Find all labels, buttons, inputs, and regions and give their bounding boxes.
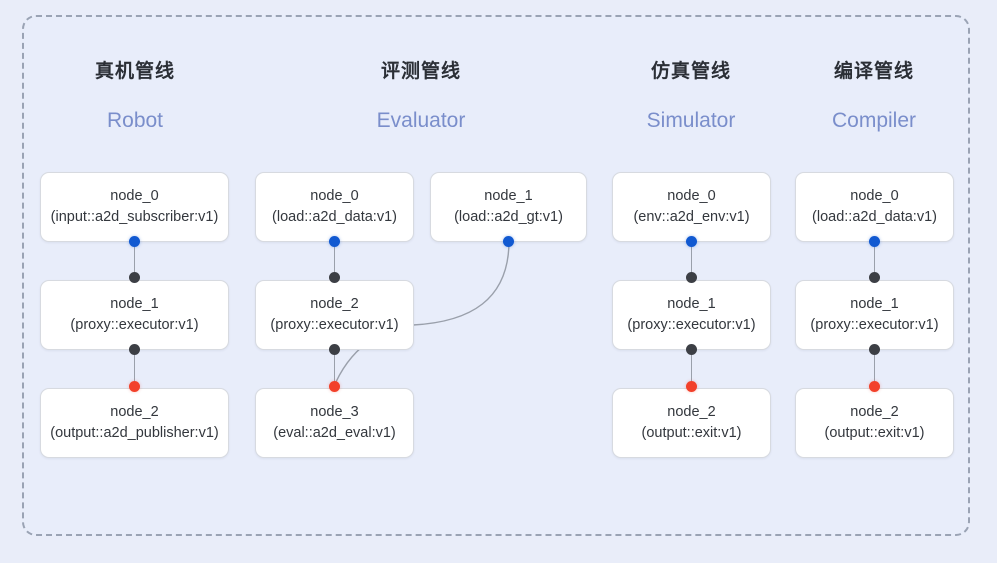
node-simulator-0[interactable]: node_0 (env::a2d_env:v1) xyxy=(612,172,771,242)
port-input-compiler-1[interactable] xyxy=(869,272,880,283)
node-type: (output::exit:v1) xyxy=(824,424,925,441)
node-name: node_2 xyxy=(850,403,899,420)
port-input-robot-2[interactable] xyxy=(129,381,140,392)
column-header-compiler: 编译管线 Compiler xyxy=(764,62,984,131)
node-name: node_0 xyxy=(110,187,159,204)
edge-robot-0-to-1 xyxy=(134,241,136,278)
node-type: (load::a2d_data:v1) xyxy=(812,208,937,225)
node-name: node_3 xyxy=(310,403,359,420)
edge-evaluator-0-to-2 xyxy=(334,241,336,278)
column-header-evaluator: 评测管线 Evaluator xyxy=(311,62,531,131)
node-compiler-2[interactable]: node_2 (output::exit:v1) xyxy=(795,388,954,458)
edge-compiler-0-to-1 xyxy=(874,241,876,278)
port-input-robot-1[interactable] xyxy=(129,272,140,283)
port-input-evaluator-3[interactable] xyxy=(329,381,340,392)
edge-simulator-0-to-1 xyxy=(691,241,693,278)
node-simulator-2[interactable]: node_2 (output::exit:v1) xyxy=(612,388,771,458)
node-type: (eval::a2d_eval:v1) xyxy=(273,424,396,441)
node-type: (input::a2d_subscriber:v1) xyxy=(50,208,219,225)
node-evaluator-2[interactable]: node_2 (proxy::executor:v1) xyxy=(255,280,414,350)
node-robot-2[interactable]: node_2 (output::a2d_publisher:v1) xyxy=(40,388,229,458)
node-compiler-1[interactable]: node_1 (proxy::executor:v1) xyxy=(795,280,954,350)
port-output-evaluator-2[interactable] xyxy=(329,344,340,355)
node-name: node_0 xyxy=(667,187,716,204)
column-title-en-robot: Robot xyxy=(106,109,164,132)
port-output-simulator-0[interactable] xyxy=(686,236,697,247)
column-title-en-evaluator: Evaluator xyxy=(376,109,466,132)
node-name: node_1 xyxy=(484,187,533,204)
node-evaluator-0[interactable]: node_0 (load::a2d_data:v1) xyxy=(255,172,414,242)
node-type: (proxy::executor:v1) xyxy=(627,316,756,333)
node-type: (env::a2d_env:v1) xyxy=(633,208,750,225)
column-title-zh-evaluator: 评测管线 xyxy=(380,61,461,82)
column-title-zh-compiler: 编译管线 xyxy=(833,61,914,82)
node-type: (load::a2d_data:v1) xyxy=(272,208,397,225)
node-name: node_1 xyxy=(667,295,716,312)
node-type: (proxy::executor:v1) xyxy=(810,316,939,333)
node-evaluator-3[interactable]: node_3 (eval::a2d_eval:v1) xyxy=(255,388,414,458)
node-type: (output::a2d_publisher:v1) xyxy=(50,424,219,441)
column-title-zh-simulator: 仿真管线 xyxy=(650,61,731,82)
node-evaluator-1[interactable]: node_1 (load::a2d_gt:v1) xyxy=(430,172,587,242)
port-output-compiler-1[interactable] xyxy=(869,344,880,355)
port-output-simulator-1[interactable] xyxy=(686,344,697,355)
node-name: node_0 xyxy=(310,187,359,204)
node-compiler-0[interactable]: node_0 (load::a2d_data:v1) xyxy=(795,172,954,242)
node-type: (proxy::executor:v1) xyxy=(270,316,399,333)
port-output-evaluator-0[interactable] xyxy=(329,236,340,247)
node-robot-0[interactable]: node_0 (input::a2d_subscriber:v1) xyxy=(40,172,229,242)
port-output-compiler-0[interactable] xyxy=(869,236,880,247)
port-input-evaluator-2[interactable] xyxy=(329,272,340,283)
edge-simulator-1-to-2 xyxy=(691,349,693,386)
column-header-simulator: 仿真管线 Simulator xyxy=(581,62,801,131)
column-title-en-simulator: Simulator xyxy=(646,109,736,132)
port-input-simulator-1[interactable] xyxy=(686,272,697,283)
port-input-simulator-2[interactable] xyxy=(686,381,697,392)
node-type: (output::exit:v1) xyxy=(641,424,742,441)
node-name: node_0 xyxy=(850,187,899,204)
port-output-robot-1[interactable] xyxy=(129,344,140,355)
column-header-robot: 真机管线 Robot xyxy=(25,62,245,131)
node-robot-1[interactable]: node_1 (proxy::executor:v1) xyxy=(40,280,229,350)
edge-robot-1-to-2 xyxy=(134,349,136,386)
node-name: node_2 xyxy=(110,403,159,420)
edge-compiler-1-to-2 xyxy=(874,349,876,386)
column-title-zh-robot: 真机管线 xyxy=(94,61,175,82)
port-output-robot-0[interactable] xyxy=(129,236,140,247)
node-name: node_2 xyxy=(667,403,716,420)
node-simulator-1[interactable]: node_1 (proxy::executor:v1) xyxy=(612,280,771,350)
port-input-compiler-2[interactable] xyxy=(869,381,880,392)
node-name: node_1 xyxy=(110,295,159,312)
node-name: node_2 xyxy=(310,295,359,312)
column-title-en-compiler: Compiler xyxy=(831,109,917,132)
node-type: (proxy::executor:v1) xyxy=(70,316,199,333)
port-output-evaluator-1[interactable] xyxy=(503,236,514,247)
node-type: (load::a2d_gt:v1) xyxy=(454,208,563,225)
node-name: node_1 xyxy=(850,295,899,312)
